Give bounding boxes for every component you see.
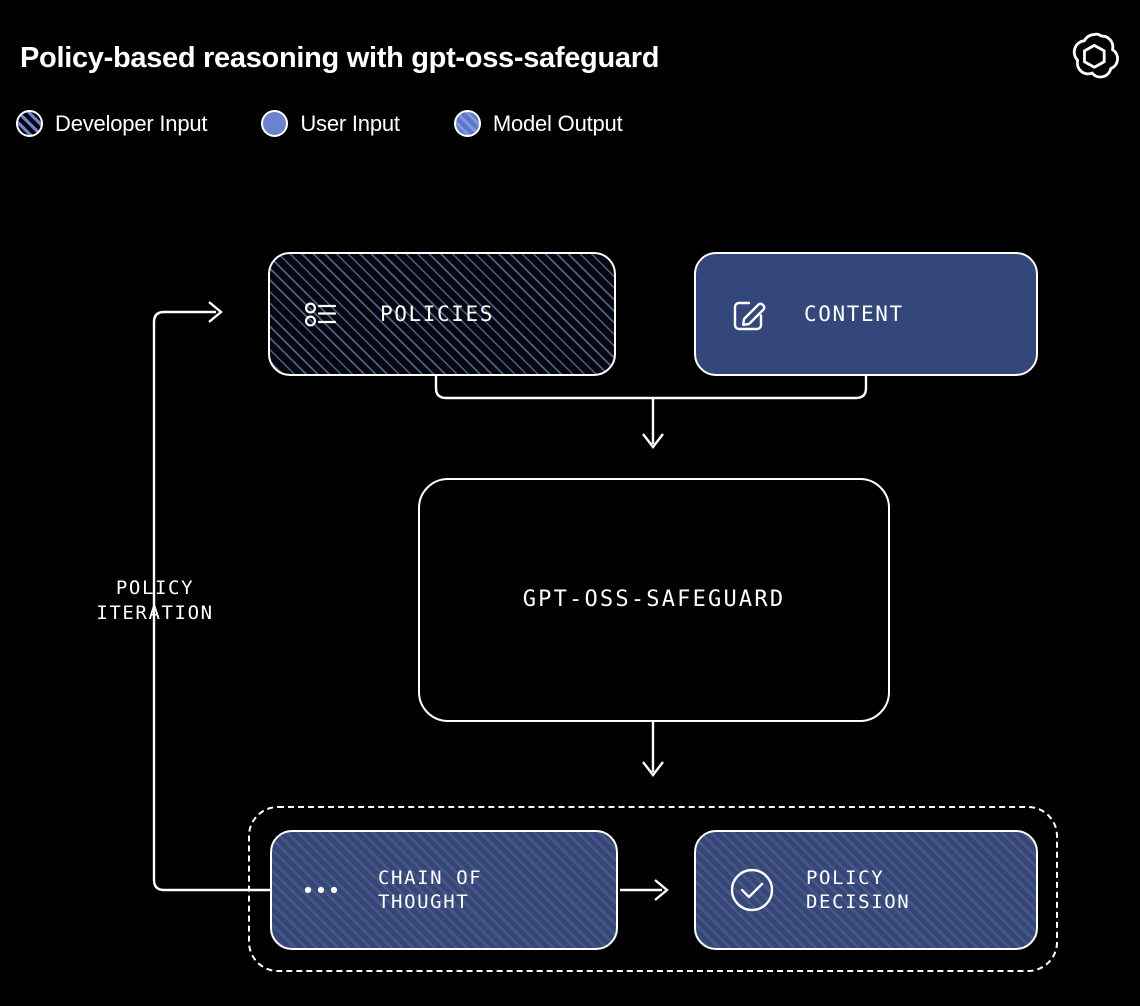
hatched-blue-circle-icon (453, 110, 481, 137)
legend-label: Developer Input (55, 110, 208, 136)
model-output-group (248, 806, 1058, 972)
legend-item-developer-input: Developer Input (16, 110, 208, 137)
node-label: POLICY DECISION (806, 866, 911, 913)
check-circle-icon (728, 866, 776, 914)
node-content[interactable]: CONTENT (694, 252, 1038, 376)
node-label: POLICIES (380, 301, 494, 326)
openai-logo (1072, 32, 1119, 79)
node-label: CHAIN OF THOUGHT (378, 866, 483, 913)
solid-blue-circle-icon (261, 110, 289, 137)
legend-item-user-input: User Input (261, 110, 400, 137)
legend-label: Model Output (492, 110, 623, 136)
legend: Developer Input User Input Model Output (16, 110, 623, 137)
policy-iteration-caption: POLICY ITERATION (96, 577, 214, 625)
node-policy-decision[interactable]: POLICY DECISION (694, 830, 1038, 950)
node-chain-of-thought[interactable]: CHAIN OF THOUGHT (270, 830, 618, 950)
ellipsis-icon (304, 884, 340, 896)
edit-square-icon (730, 294, 770, 334)
list-icon (304, 299, 338, 329)
node-policies[interactable]: POLICIES (268, 252, 616, 376)
legend-item-model-output: Model Output (453, 110, 623, 137)
node-label: CONTENT (804, 301, 904, 326)
legend-label: User Input (300, 110, 400, 136)
node-safeguard[interactable]: GPT-OSS-SAFEGUARD (418, 478, 890, 722)
hatched-dark-circle-icon (16, 110, 43, 137)
page-title: Policy-based reasoning with gpt-oss-safe… (20, 42, 660, 74)
node-label: GPT-OSS-SAFEGUARD (522, 586, 786, 612)
